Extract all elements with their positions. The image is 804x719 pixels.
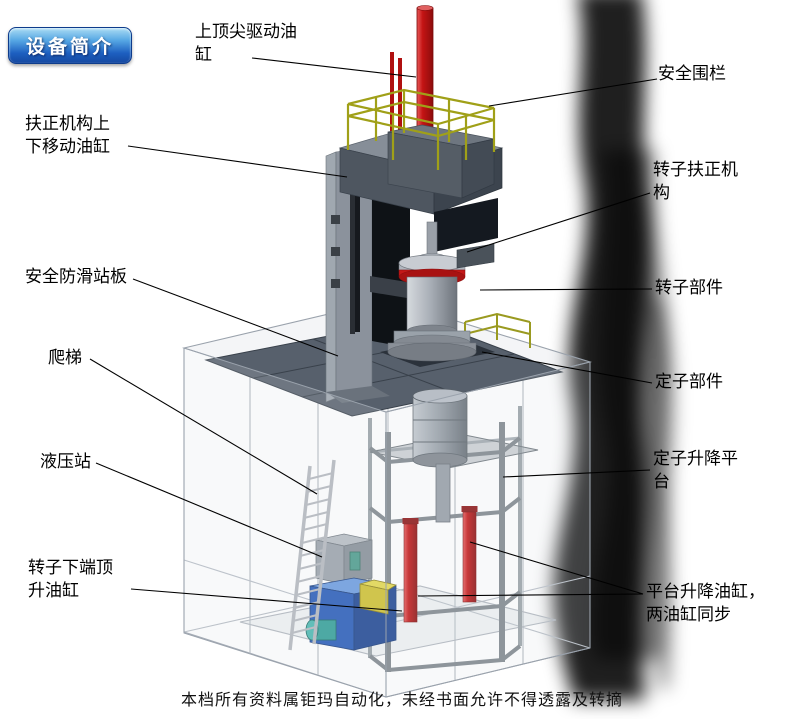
leader-rotor-jack	[130, 588, 403, 612]
label-platform-cylinders: 平台升降油缸，两油缸同步	[646, 582, 765, 625]
leader-hydraulic-station	[95, 462, 323, 558]
title-badge-label: 设备简介	[25, 37, 114, 58]
stator-assembly	[412, 388, 468, 523]
leader-rotor-component	[479, 288, 653, 291]
label-ladder: 爬梯	[48, 348, 82, 367]
leader-centering-cylinder	[127, 145, 348, 178]
shadow-smudge	[553, 0, 674, 700]
ladder-graphic	[288, 459, 336, 651]
label-safety-fence: 安全围栏	[658, 64, 726, 83]
label-hydraulic-station: 液压站	[40, 452, 91, 471]
leader-safety-fence	[488, 78, 658, 107]
platform-lift-cylinders-red	[402, 506, 478, 623]
leader-antislip-plate	[132, 278, 339, 357]
label-stator-platform: 定子升降平台	[653, 449, 738, 492]
leader-rotor-centering	[466, 192, 651, 253]
label-centering-cylinder: 扶正机构上下移动油缸	[25, 114, 110, 157]
enclosure-front-faces	[183, 347, 591, 698]
label-rotor-jack: 转子下端顶升油缸	[28, 558, 113, 601]
leader-stator-component	[481, 351, 653, 384]
top-drive-cylinder-red	[390, 5, 434, 140]
label-top-tip-cylinder: 上顶尖驱动油缸	[195, 22, 297, 65]
rotor-assembly	[370, 221, 495, 362]
label-rotor-centering: 转子扶正机构	[653, 160, 738, 203]
leader-stator-platform	[502, 469, 651, 478]
footer-copyright: 本档所有资料属钜玛自动化，未经书面允许不得透露及转摘	[180, 692, 623, 709]
title-badge: 设备简介	[8, 27, 132, 64]
leader-lines	[89, 57, 658, 612]
leader-platform-cyl-a	[469, 541, 644, 595]
leader-platform-cyl-b	[417, 593, 644, 597]
label-stator-component: 定子部件	[655, 372, 723, 391]
leader-top-tip-cylinder	[251, 57, 417, 78]
leader-ladder	[89, 358, 318, 495]
label-rotor-component: 转子部件	[655, 278, 723, 297]
safety-railing	[346, 88, 496, 170]
label-antislip-plate: 安全防滑站板	[25, 267, 127, 286]
